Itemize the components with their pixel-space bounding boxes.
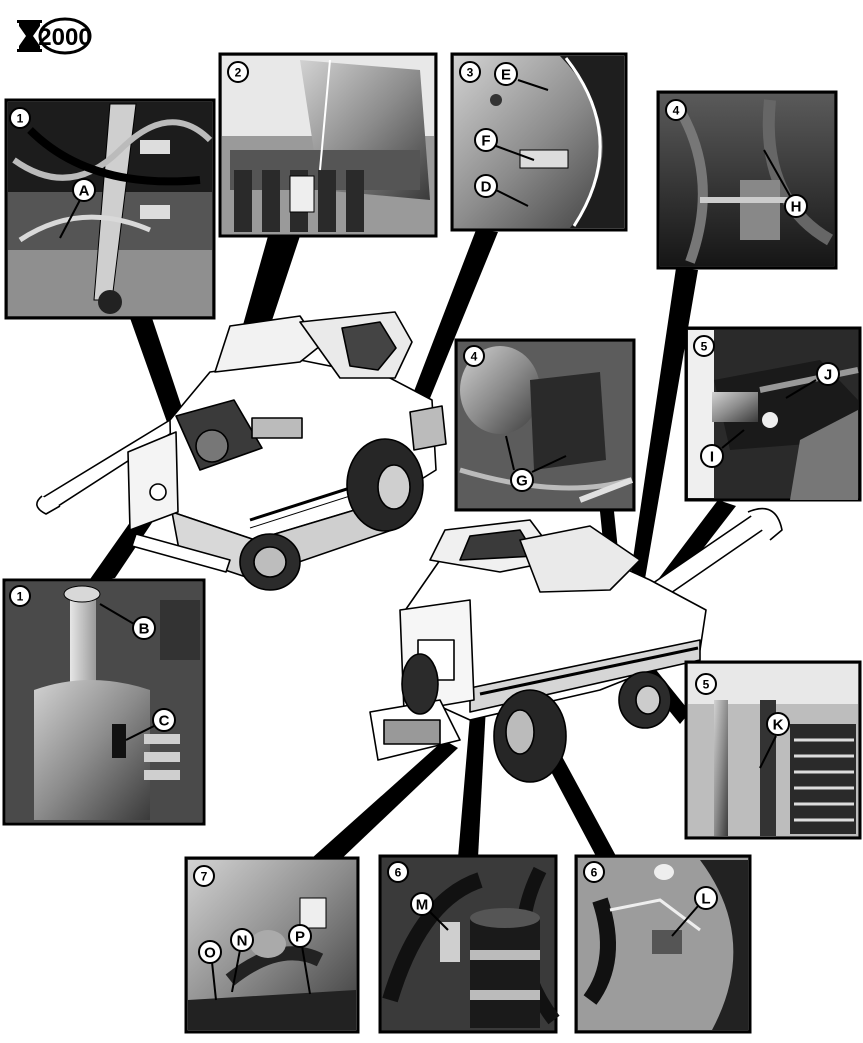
callout-label: O — [204, 945, 216, 962]
panel-number: 4 — [471, 350, 478, 364]
panel-number: 4 — [673, 104, 680, 118]
callout-label: C — [159, 713, 170, 730]
callout-label: J — [824, 367, 832, 384]
callout-label: K — [773, 717, 784, 734]
logo-text: 2000 — [38, 24, 91, 51]
panel-number: 6 — [591, 866, 598, 880]
panel-number: 2 — [235, 66, 242, 80]
callout-label: I — [710, 449, 714, 466]
callout-label: B — [139, 621, 150, 638]
leader-arrow — [312, 740, 458, 864]
photo-panel: 2 — [218, 52, 438, 238]
photo-panel: 5 K — [684, 660, 862, 840]
callout-label: H — [791, 199, 802, 216]
callout-label: F — [481, 133, 490, 150]
photo-panel: 1 B C — [2, 578, 206, 826]
callout-label: L — [701, 891, 710, 908]
panel-number: 1 — [17, 112, 24, 126]
leader-arrow — [626, 268, 698, 608]
panel-number: 5 — [703, 678, 710, 692]
photo-panel: 4 G — [454, 338, 636, 512]
callout-label: G — [516, 473, 528, 490]
combine-upper-illustration — [36, 311, 447, 591]
photo-panel: 5 J I — [684, 326, 862, 502]
callout-label: E — [501, 67, 511, 84]
panel-number: 5 — [701, 340, 708, 354]
callout-label: N — [237, 933, 248, 950]
combine-lower-illustration — [369, 507, 783, 783]
photo-panel: 6 M — [378, 854, 560, 1034]
callout-label: A — [79, 183, 90, 200]
photo-panel: 7 O N P — [184, 856, 360, 1034]
callout-label: M — [416, 897, 429, 914]
logo: 2000 — [17, 17, 92, 55]
photo-panel: 4 H — [656, 90, 838, 270]
panel-number: 6 — [395, 866, 402, 880]
panel-number: 3 — [467, 66, 474, 80]
hourglass-icon — [17, 20, 42, 52]
photo-panel: 3 E F D — [450, 52, 628, 232]
panel-number: 1 — [17, 590, 24, 604]
panel-number: 7 — [201, 870, 208, 884]
callout-label: D — [481, 179, 492, 196]
leader-arrow — [130, 318, 182, 425]
callout-label: P — [295, 929, 305, 946]
photo-panel: 1 A — [4, 98, 216, 320]
photo-panel: 6 L — [574, 854, 752, 1034]
